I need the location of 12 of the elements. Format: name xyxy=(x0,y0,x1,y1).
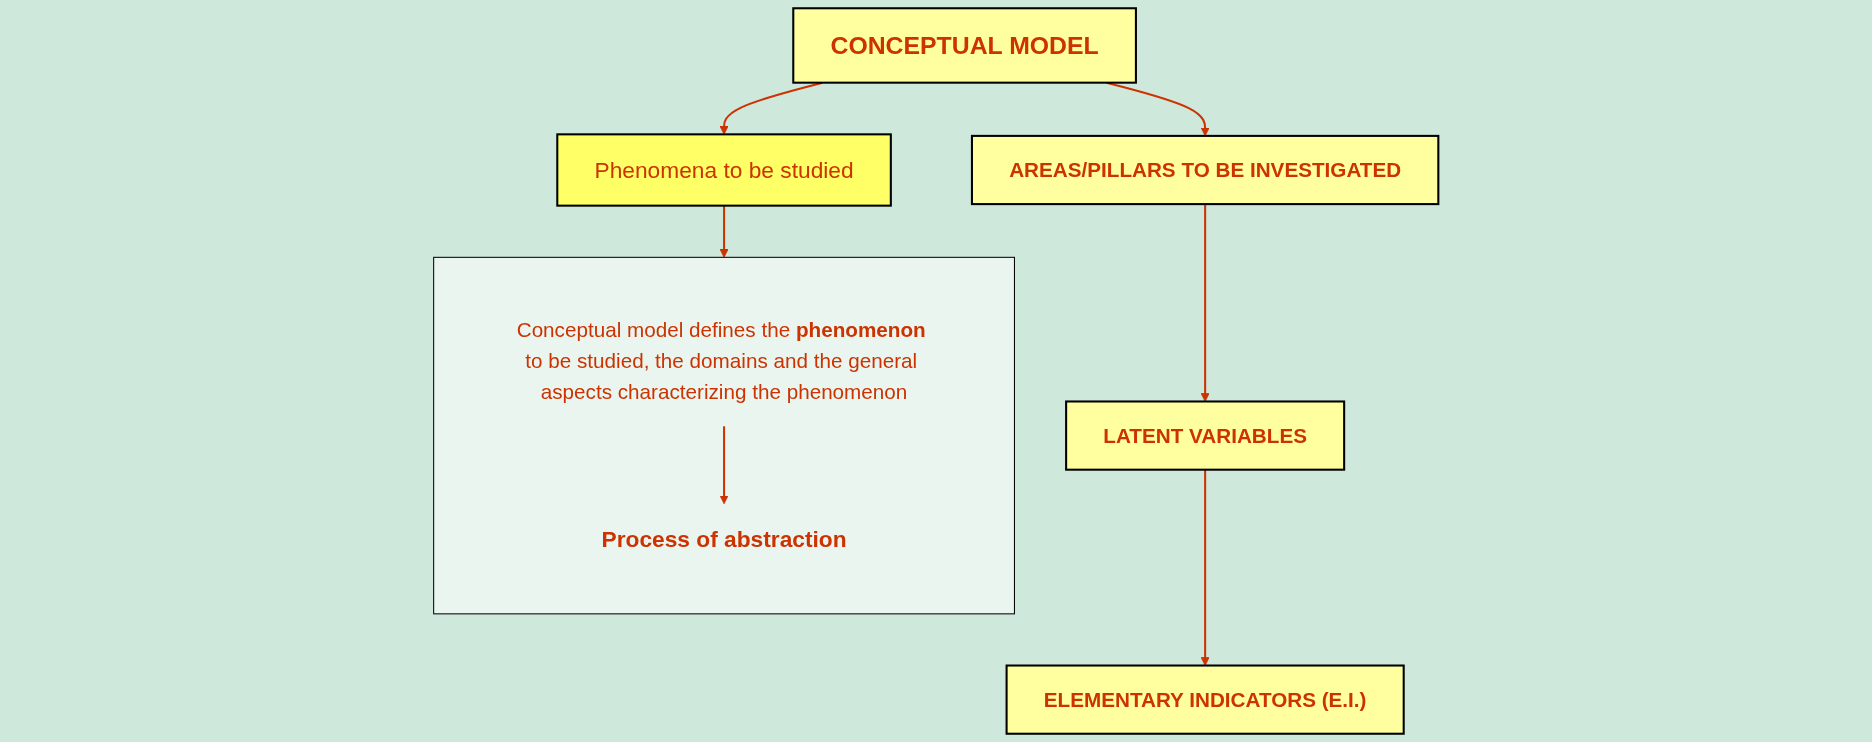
cluster xyxy=(433,256,1015,615)
arrow xyxy=(719,426,729,505)
arrow xyxy=(1200,204,1210,402)
node-text: Process of abstraction xyxy=(601,526,847,553)
node-text: Conceptual model defines the phenomenon to be studied, the domains and the general aspects characterizing the phenomenon xyxy=(516,318,926,404)
node-box: ELEMENTARY INDICATORS (E.I.) xyxy=(1005,664,1405,735)
arrow xyxy=(1200,469,1210,666)
arrow xyxy=(719,205,729,258)
node-box: Phenomena to be studied xyxy=(556,133,892,207)
node-box: LATENT VARIABLES xyxy=(1065,400,1346,471)
node-box: AREAS/PILLARS TO BE INVESTIGATED xyxy=(970,134,1440,206)
node-box: CONCEPTUAL MODEL xyxy=(792,7,1137,84)
